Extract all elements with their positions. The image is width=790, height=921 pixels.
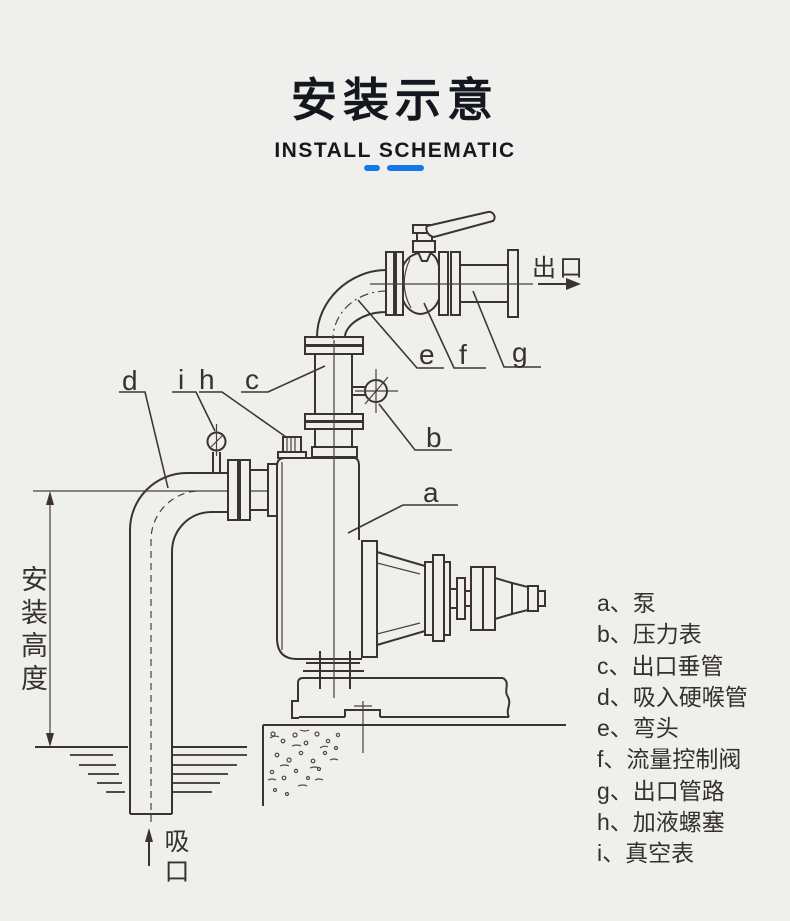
callout-a: a [423,477,439,508]
callout-c: c [245,364,259,395]
suction-arrow [145,828,153,866]
accent-dash-short [364,165,380,171]
outlet-label: 出口 [532,255,586,282]
page-title: 安装示意 [291,74,499,126]
legend-item-c: c、出口垂管 [597,652,724,679]
outlet-vertical-pipe [304,336,364,698]
outlet-piping [370,249,581,318]
legend-item-b: b、压力表 [597,621,702,648]
legend-item-e: e、弯头 [597,715,679,742]
suction-pipe [33,459,278,822]
legend-item-a: a、泵 [597,590,656,616]
header: 安装示意 INSTALL SCHEMATIC [0,64,790,163]
outlet-elbow [316,269,388,340]
pressure-gauge [352,369,398,413]
legend-item-h: h、加液螺塞 [597,809,725,836]
callout-b: b [426,422,442,453]
callout-d: d [122,365,138,396]
base-plate [291,677,511,753]
callout-f: f [459,339,467,370]
legend-item-g: g、出口管路 [597,777,725,804]
install-height-dimension [46,491,54,747]
callout-g: g [512,337,528,368]
suction-label: 吸口 [161,828,189,888]
accent-dash-long [387,165,424,171]
legend-item-i: i、真空表 [597,840,695,867]
page-subtitle: INSTALL SCHEMATIC [274,139,516,162]
legend-item-f: f、流量控制阀 [597,746,742,773]
concrete-speckle [267,729,341,797]
legend: a、泵 b、压力表 c、出口垂管 d、吸入硬喉管 e、弯头 f、流量控制阀 g、… [597,588,748,870]
filler-plug [277,436,307,459]
callout-i: i [178,364,184,395]
callout-h: h [199,364,215,395]
pump-bearing-coupling [361,540,546,658]
valve-handle [425,210,496,239]
pump-casing [276,457,364,689]
callout-leaders [119,290,541,534]
foundation [262,724,566,806]
callout-e: e [419,339,435,370]
install-height-label: 安装高度 [17,565,47,697]
water-level [35,746,247,793]
ball-valve [385,210,496,316]
vacuum-gauge [206,424,227,473]
legend-item-d: d、吸入硬喉管 [597,683,748,710]
